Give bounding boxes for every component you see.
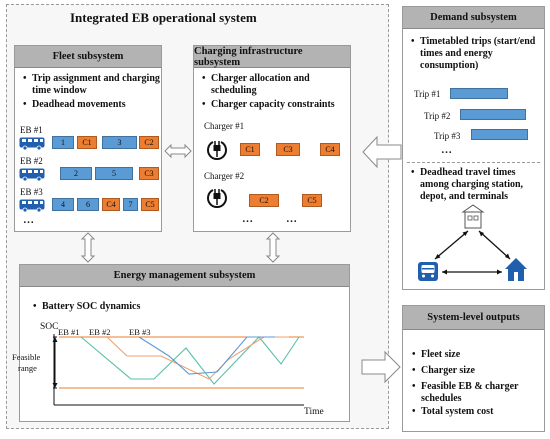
- arrow-demand-to-system: [362, 135, 402, 169]
- trip-label-1: Trip #1: [414, 89, 441, 99]
- bus-icon: [19, 137, 45, 150]
- charging-subsystem-panel: Charging infrastructure subsystem Charge…: [193, 45, 351, 232]
- soc-line-eb1: [80, 336, 300, 385]
- outputs-title: System-level outputs: [403, 306, 544, 330]
- charge-block: C1: [77, 136, 97, 149]
- trip-label-3: Trip #3: [434, 131, 461, 141]
- series-label-eb3: EB #3: [129, 327, 151, 337]
- trip-ellipsis: …: [441, 144, 453, 156]
- bus-label-1: EB #1: [20, 125, 43, 135]
- charging-bullet-2: Charger capacity constraints: [202, 99, 349, 111]
- bus-icon: [19, 199, 45, 212]
- double-arrow-fleet-charging: [164, 143, 192, 159]
- trip-label-2: Trip #2: [424, 111, 451, 121]
- output-bullet-2: Charger size: [412, 365, 541, 377]
- output-bullet-4: Total system cost: [412, 406, 541, 418]
- output-bullet-1: Fleet size: [412, 349, 541, 361]
- deadhead-network: [418, 204, 527, 281]
- energy-bullet: Battery SOC dynamics: [33, 301, 242, 313]
- bus-label-2: EB #2: [20, 156, 43, 166]
- charger-slot: C5: [302, 194, 322, 207]
- soc-chart: [52, 334, 304, 406]
- demand-subsystem-title: Demand subsystem: [403, 7, 544, 29]
- bus-label-3: EB #3: [20, 187, 43, 197]
- time-axis-label: Time: [304, 407, 324, 417]
- charger-plug-icon: [207, 141, 227, 161]
- soc-axis-label: SOC: [40, 322, 59, 332]
- charging-ellipsis-1: …: [242, 213, 254, 225]
- arrow-system-to-outputs: [361, 350, 401, 384]
- demand-bullet-1: Timetabled trips (start/end times and en…: [411, 36, 542, 72]
- fleet-bullet-1: Trip assignment and charging time window: [23, 73, 160, 97]
- charger-plug-icon: [207, 189, 227, 209]
- timetable-trip-bar: [460, 109, 526, 120]
- charging-subsystem-title: Charging infrastructure subsystem: [194, 46, 350, 68]
- fleet-subsystem-panel: Fleet subsystem Trip assignment and char…: [14, 45, 162, 232]
- charge-block: C3: [139, 167, 159, 180]
- soc-line-eb3: [138, 336, 275, 375]
- charger-slot: C1: [240, 143, 260, 156]
- bus-icon: [19, 168, 45, 181]
- trip-block: 7: [123, 198, 138, 211]
- output-bullet-3: Feasible EB & charger schedules: [412, 381, 541, 405]
- depot-house-icon: [505, 258, 527, 281]
- double-arrow-charging-energy: [265, 232, 281, 263]
- trip-block: 5: [95, 167, 133, 180]
- trip-block: 6: [77, 198, 99, 211]
- feasible-range-label-1: Feasible: [12, 352, 41, 362]
- timetable-trip-bar: [450, 88, 508, 99]
- energy-subsystem-title: Energy management subsystem: [20, 265, 349, 287]
- demand-bullet-2: Deadhead travel times among charging sta…: [411, 167, 542, 203]
- fleet-bullet-2: Deadhead movements: [23, 99, 160, 111]
- charger-label-1: Charger #1: [204, 121, 245, 131]
- charging-station-icon: [461, 204, 485, 229]
- charger-slot: C3: [276, 143, 300, 156]
- double-arrow-fleet-energy: [80, 232, 96, 263]
- charging-ellipsis-2: …: [286, 213, 298, 225]
- charging-bullet-1: Charger allocation and scheduling: [202, 73, 349, 97]
- trip-block: 4: [52, 198, 74, 211]
- charge-block: C5: [141, 198, 159, 211]
- bus-stop-icon: [418, 262, 438, 281]
- demand-subsystem-panel: Demand subsystem Timetabled trips (start…: [402, 6, 545, 290]
- charger-slot: C2: [249, 194, 279, 207]
- fleet-ellipsis: …: [23, 214, 35, 226]
- charger-slot: C4: [320, 143, 340, 156]
- feasible-range-label-2: range: [18, 363, 37, 373]
- main-title: Integrated EB operational system: [70, 10, 257, 25]
- trip-block: 1: [52, 136, 74, 149]
- series-label-eb2: EB #2: [89, 327, 111, 337]
- trip-block: 3: [102, 136, 137, 149]
- charger-label-2: Charger #2: [204, 171, 245, 181]
- trip-block: 2: [60, 167, 92, 180]
- outputs-panel: System-level outputs Fleet size Charger …: [402, 305, 545, 432]
- timetable-trip-bar: [471, 129, 528, 140]
- charge-block: C4: [102, 198, 120, 211]
- series-label-eb1: EB #1: [58, 327, 80, 337]
- demand-divider: [407, 162, 540, 163]
- fleet-subsystem-title: Fleet subsystem: [15, 46, 161, 68]
- charge-block: C2: [139, 136, 159, 149]
